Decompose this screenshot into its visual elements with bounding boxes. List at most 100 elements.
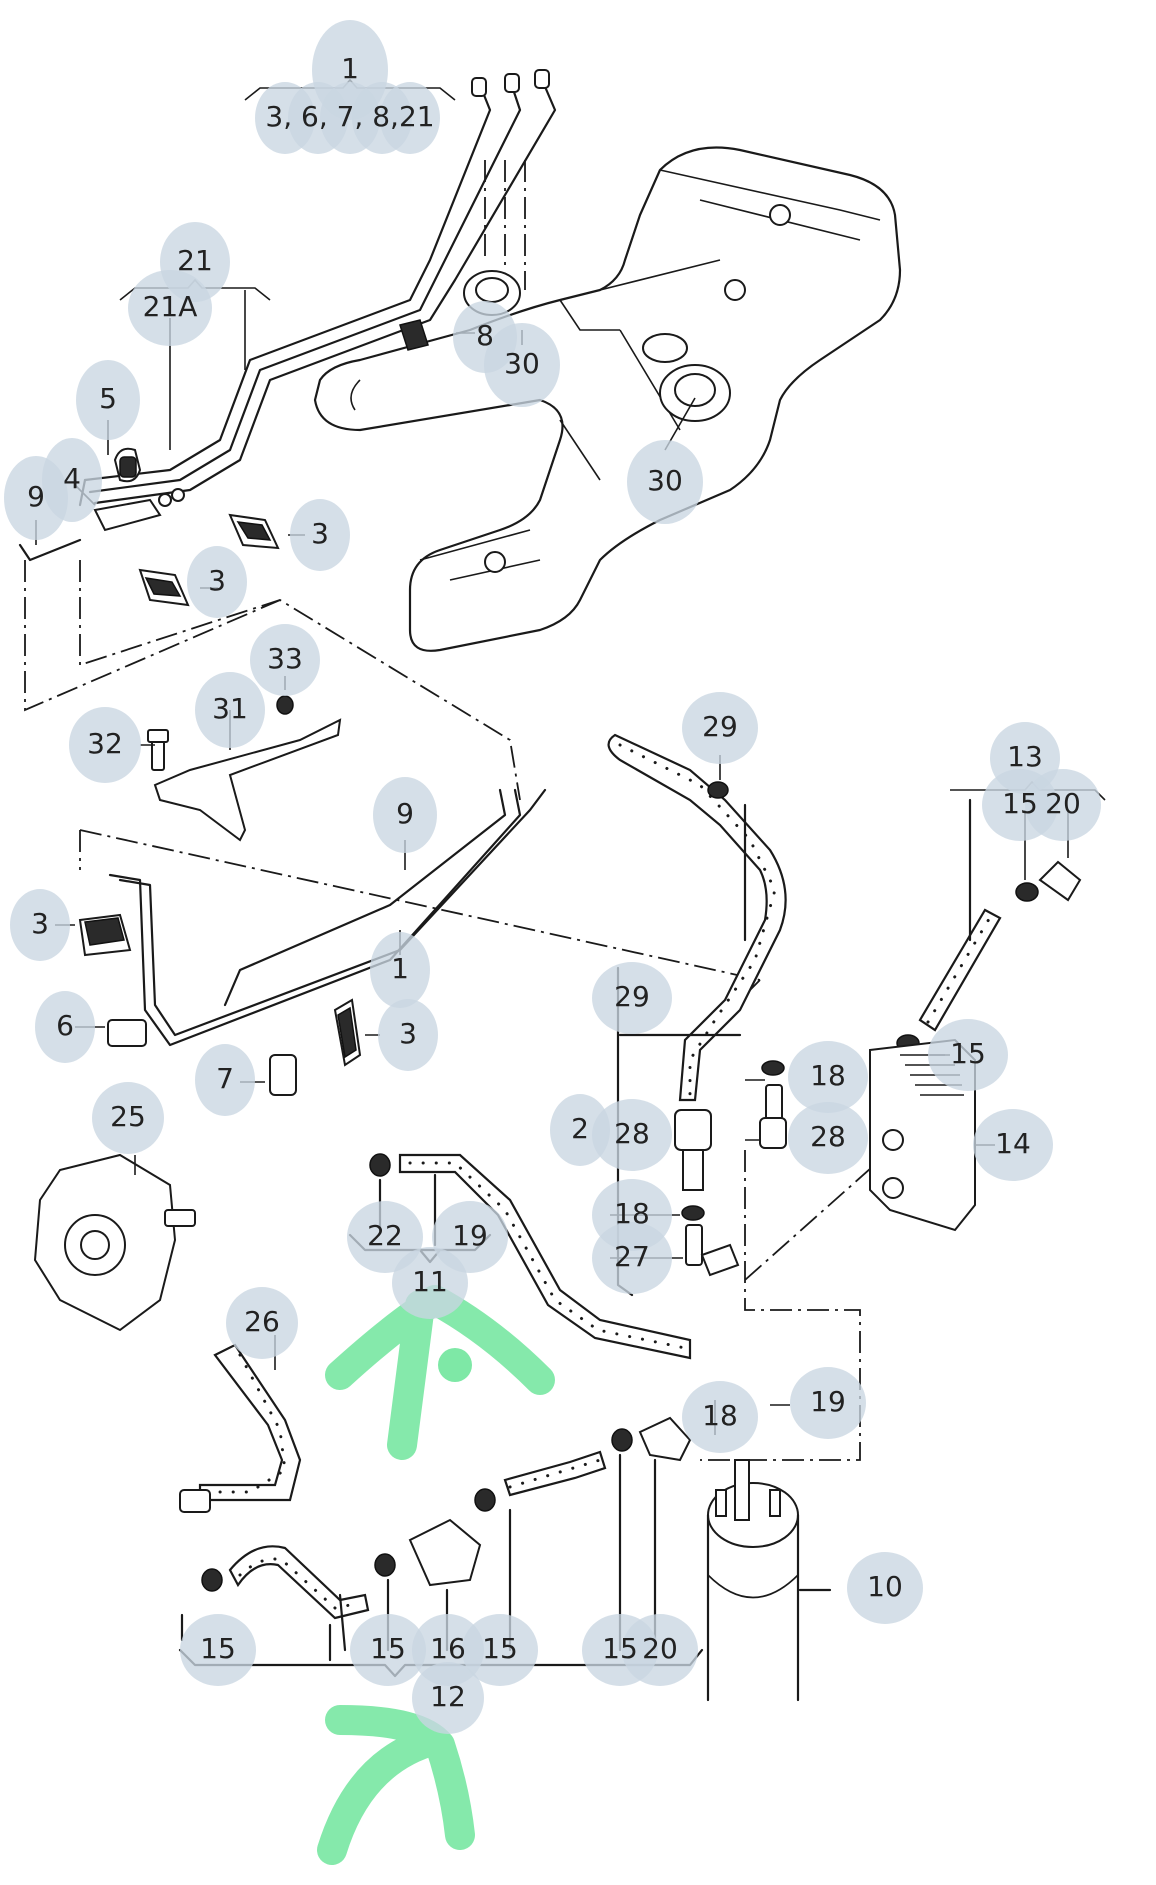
callout-bubble — [187, 546, 247, 618]
fuel-tank — [313, 146, 902, 652]
callout-label-18: 18 — [702, 1399, 738, 1432]
callout-label-20: 20 — [1045, 787, 1081, 820]
fuel-filter — [706, 1459, 832, 1702]
bracket-assembly — [147, 695, 342, 842]
highlight-arrow-12 — [317, 1705, 475, 1865]
callout-bubble — [350, 1614, 426, 1686]
callout-labels: 13, 6, 7, 8,212121A594830303333313291367… — [27, 52, 1081, 1713]
vacuum-pump — [33, 1153, 302, 1513]
callout-label-18: 18 — [810, 1059, 846, 1092]
callout-bubble — [35, 991, 95, 1063]
callout-label-20: 20 — [642, 1632, 678, 1665]
callout-bubble — [928, 1019, 1008, 1091]
callout-bubble — [290, 499, 350, 571]
callout-label-8: 8 — [476, 319, 494, 352]
callout-bubble — [378, 999, 438, 1071]
callout-label-3: 3 — [31, 907, 49, 940]
callout-bubble — [195, 672, 265, 748]
callout-label-3: 3 — [311, 517, 329, 550]
callout-label-4: 4 — [63, 462, 81, 495]
callout-bubble — [627, 440, 703, 524]
callout-label-3: 3 — [208, 564, 226, 597]
callout-label-28: 28 — [614, 1117, 650, 1150]
callout-label-9: 9 — [396, 797, 414, 830]
callout-label-22: 22 — [367, 1219, 403, 1252]
callout-label-13: 13 — [1007, 740, 1043, 773]
callout-label-2: 2 — [571, 1112, 589, 1145]
callout-label-3-6-7-8-21: 3, 6, 7, 8,21 — [265, 100, 434, 133]
callout-label-14: 14 — [995, 1127, 1031, 1160]
callout-label-19: 19 — [452, 1219, 488, 1252]
callout-label-27: 27 — [614, 1240, 650, 1273]
callout-label-25: 25 — [110, 1100, 146, 1133]
callout-label-21A: 21A — [143, 290, 198, 323]
callout-bubble — [973, 1109, 1053, 1181]
callout-label-1: 1 — [391, 952, 409, 985]
callout-label-33: 33 — [267, 642, 303, 675]
callout-bubble — [76, 360, 140, 440]
callout-label-15: 15 — [370, 1632, 406, 1665]
callout-label-28: 28 — [810, 1120, 846, 1153]
callout-label-19: 19 — [810, 1385, 846, 1418]
callout-bubble — [347, 1201, 423, 1273]
callout-label-15: 15 — [482, 1632, 518, 1665]
callout-bubble — [69, 707, 141, 783]
callout-label-12: 12 — [430, 1680, 466, 1713]
callout-bubble — [682, 692, 758, 764]
callout-bubble — [592, 1099, 672, 1171]
callout-bubble — [682, 1381, 758, 1453]
callout-bubble — [592, 1222, 672, 1294]
hose-assembly-12 — [178, 1416, 704, 1678]
fuel-lines-upper — [18, 69, 557, 801]
callout-label-32: 32 — [87, 727, 123, 760]
callout-bubble — [1025, 769, 1101, 841]
callout-bubble — [788, 1041, 868, 1113]
callout-label-16: 16 — [430, 1632, 466, 1665]
clip-parts-lower — [78, 913, 362, 1096]
callout-label-1: 1 — [341, 52, 359, 85]
callout-label-10: 10 — [867, 1570, 903, 1603]
callout-bubble — [92, 1082, 164, 1154]
callout-label-3: 3 — [399, 1017, 417, 1050]
callout-label-26: 26 — [244, 1305, 280, 1338]
callout-label-11: 11 — [412, 1265, 448, 1298]
callout-bubble — [370, 932, 430, 1008]
callout-label-31: 31 — [212, 692, 248, 725]
callout-bubble — [180, 1614, 256, 1686]
cooler-assembly — [869, 798, 1082, 1232]
callout-label-29: 29 — [702, 710, 738, 743]
callout-bubble — [592, 962, 672, 1034]
clip-parts-upper — [138, 319, 429, 607]
callout-label-18: 18 — [614, 1197, 650, 1230]
callout-bubble — [195, 1044, 255, 1116]
callout-bubble — [788, 1102, 868, 1174]
callout-bubble — [226, 1287, 298, 1359]
callout-label-9: 9 — [27, 480, 45, 513]
callout-label-15: 15 — [200, 1632, 236, 1665]
callout-label-7: 7 — [216, 1062, 234, 1095]
callout-bubble — [250, 624, 320, 696]
small-valve-assembly — [93, 447, 185, 532]
callout-bubble — [10, 889, 70, 961]
callout-bubble — [622, 1614, 698, 1686]
callout-label-15: 15 — [950, 1037, 986, 1070]
callout-bubble — [128, 270, 212, 346]
highlight-arrow-11 — [325, 1285, 555, 1460]
callout-label-30: 30 — [504, 347, 540, 380]
callout-bubble — [790, 1367, 866, 1439]
callout-bubble — [373, 777, 437, 853]
callout-label-15: 15 — [602, 1632, 638, 1665]
callout-bubble — [392, 1247, 468, 1319]
callout-label-21: 21 — [177, 244, 213, 277]
callout-bubble — [42, 438, 102, 522]
callout-bubbles — [4, 20, 1101, 1734]
callout-bubble — [462, 1614, 538, 1686]
callout-label-29: 29 — [614, 980, 650, 1013]
callout-bubble — [412, 1662, 484, 1734]
callout-bubble — [380, 82, 440, 154]
callout-label-6: 6 — [56, 1009, 74, 1042]
callout-bubble — [484, 323, 560, 407]
callout-label-15: 15 — [1002, 787, 1038, 820]
callout-bubble — [847, 1552, 923, 1624]
